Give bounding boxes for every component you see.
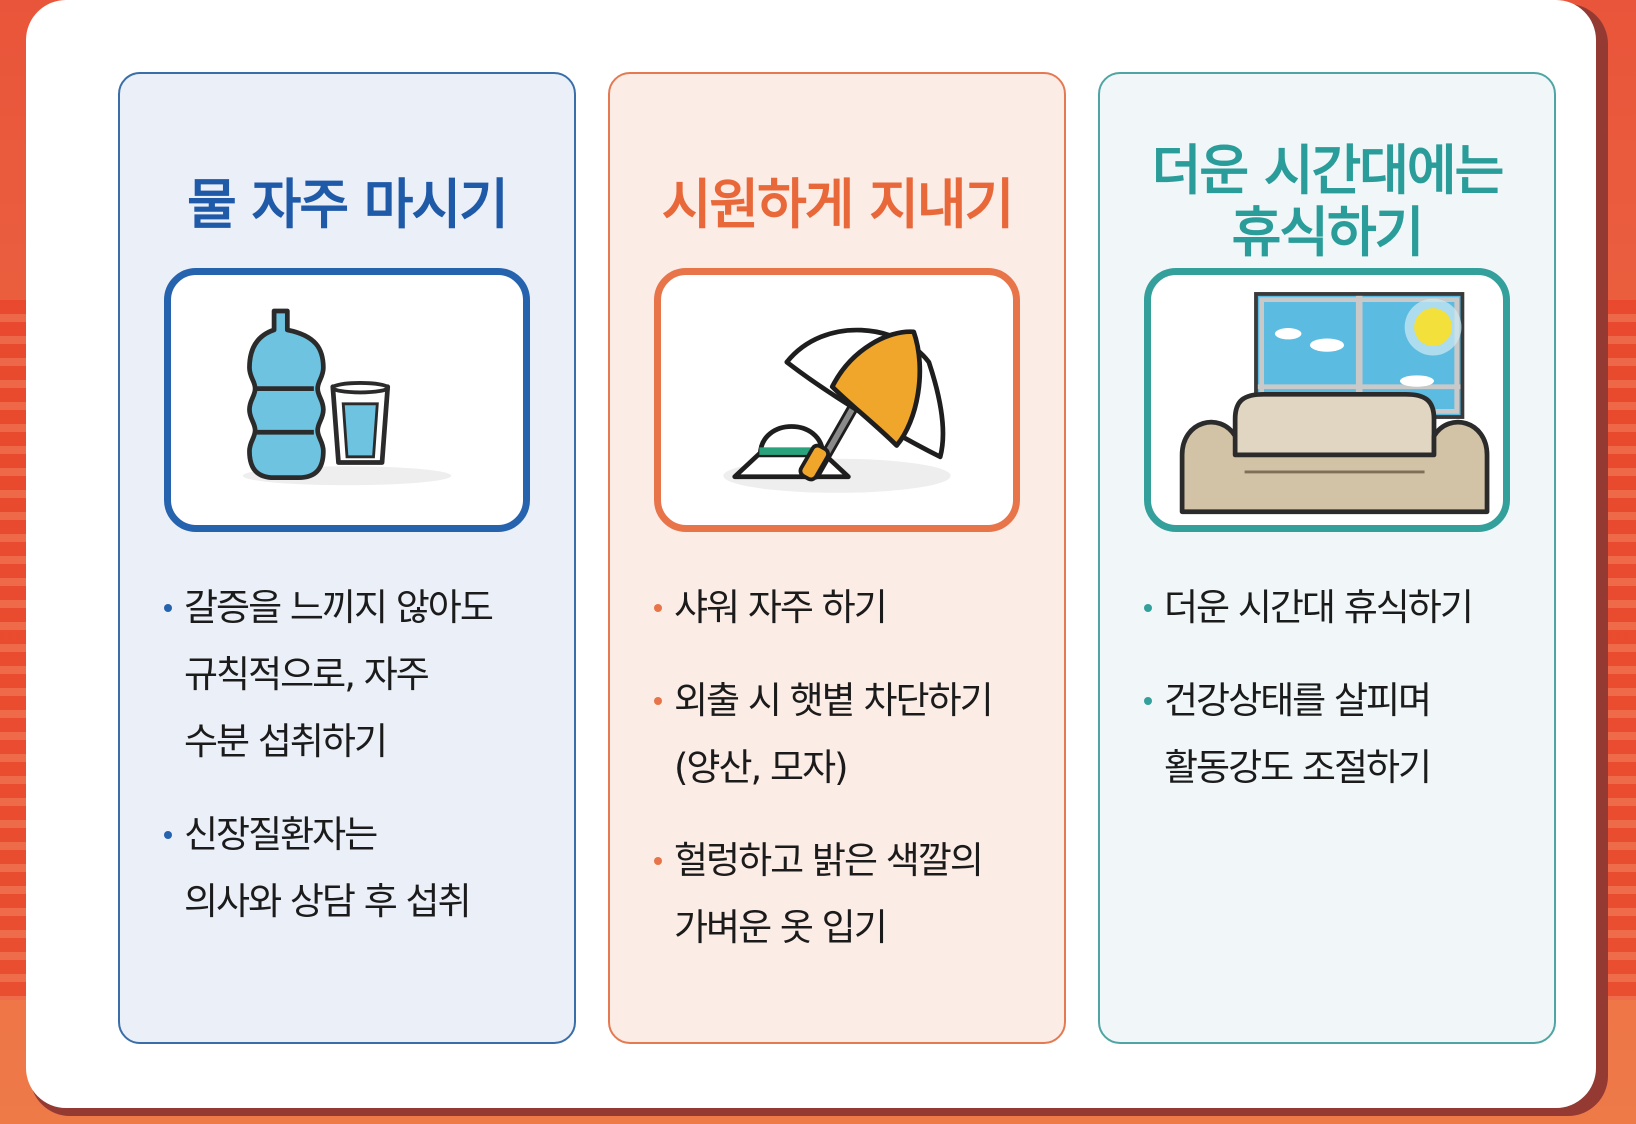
bullet-item: 샤워 자주 하기: [654, 574, 1044, 641]
bullet-dot-icon: [1144, 697, 1152, 705]
bullet-dot-icon: [654, 857, 662, 865]
bullet-list: 갈증을 느끼지 않아도 규칙적으로, 자주 수분 섭취하기 신장질환자는 의사와…: [164, 574, 554, 961]
bullet-item: 헐렁하고 밝은 색깔의 가벼운 옷 입기: [654, 827, 1044, 961]
sofa-window-illustration: [1144, 268, 1510, 532]
parasol-icon: [723, 327, 951, 493]
bullet-list: 더운 시간대 휴식하기 건강상태를 살피며 활동강도 조절하기: [1144, 574, 1534, 827]
bullet-dot-icon: [164, 604, 172, 612]
sofa-icon: [1179, 292, 1490, 515]
card-title: 물 자주 마시기: [187, 173, 509, 236]
bullet-item: 신장질환자는 의사와 상담 후 섭취: [164, 801, 554, 935]
card-rest-hot-hours: 더운 시간대에는 휴식하기 더운 시간대 휴식하기: [1098, 72, 1556, 1044]
bullet-item: 갈증을 느끼지 않아도 규칙적으로, 자주 수분 섭취하기: [164, 574, 554, 775]
main-panel: 물 자주 마시기 갈증을 느끼지 않아도 규칙적으로, 자주 수분 섭취하기: [26, 0, 1596, 1108]
bullet-item: 건강상태를 살피며 활동강도 조절하기: [1144, 667, 1534, 801]
bullet-dot-icon: [164, 831, 172, 839]
bullet-item: 외출 시 햇볕 차단하기 (양산, 모자): [654, 667, 1044, 801]
bullet-dot-icon: [654, 697, 662, 705]
card-title: 더운 시간대에는 휴식하기: [1151, 139, 1505, 264]
water-bottle-glass-illustration: [164, 268, 530, 532]
parasol-hat-illustration: [654, 268, 1020, 532]
bullet-item: 더운 시간대 휴식하기: [1144, 574, 1534, 641]
bullet-list: 샤워 자주 하기 외출 시 햇볕 차단하기 (양산, 모자) 헐렁하고 밝은 색…: [654, 574, 1044, 987]
card-title: 시원하게 지내기: [661, 173, 1015, 236]
decorative-stripes-right: [1606, 300, 1636, 1000]
water-bottle-icon: [242, 308, 452, 486]
card-stay-cool: 시원하게 지내기 샤워 자주 하기 외출 시 햇볕 차단하기: [608, 72, 1066, 1044]
bullet-dot-icon: [654, 604, 662, 612]
card-drink-water: 물 자주 마시기 갈증을 느끼지 않아도 규칙적으로, 자주 수분 섭취하기: [118, 72, 576, 1044]
bullet-dot-icon: [1144, 604, 1152, 612]
decorative-stripes-left: [0, 300, 30, 1000]
